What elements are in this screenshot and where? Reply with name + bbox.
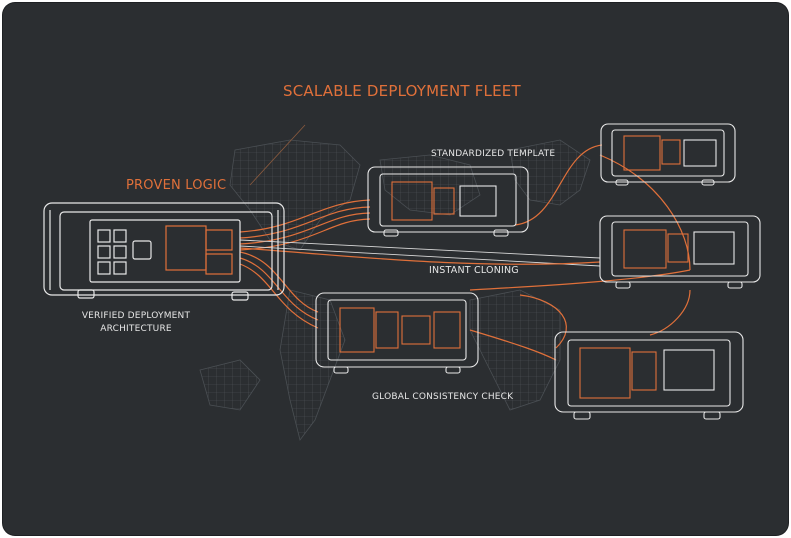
diagram-canvas: SCALABLE DEPLOYMENT FLEET PROVEN LOGIC S… bbox=[3, 3, 788, 535]
fleet-diagram bbox=[43, 123, 761, 441]
label-instant-cloning: INSTANT CLONING bbox=[429, 265, 519, 276]
clone-unit-middle-right bbox=[599, 215, 761, 289]
clone-unit-top-right bbox=[600, 123, 736, 186]
guide-line bbox=[249, 124, 306, 186]
label-global-consistency: GLOBAL CONSISTENCY CHECK bbox=[372, 392, 514, 402]
consistency-check-unit bbox=[315, 292, 479, 374]
connector-to-template bbox=[239, 199, 371, 251]
label-verified-architecture: VERIFIED DEPLOYMENT ARCHITECTURE bbox=[81, 311, 191, 334]
label-proven-logic: PROVEN LOGIC bbox=[126, 178, 227, 193]
source-unit bbox=[43, 202, 285, 301]
template-unit bbox=[367, 166, 529, 237]
clone-unit-bottom-right bbox=[554, 331, 744, 420]
world-map bbox=[199, 139, 591, 441]
label-standardized-template: STANDARDIZED TEMPLATE bbox=[431, 149, 556, 159]
connector-fanout bbox=[239, 144, 691, 361]
connector-white bbox=[239, 239, 601, 267]
diagram-title: SCALABLE DEPLOYMENT FLEET bbox=[283, 82, 521, 100]
